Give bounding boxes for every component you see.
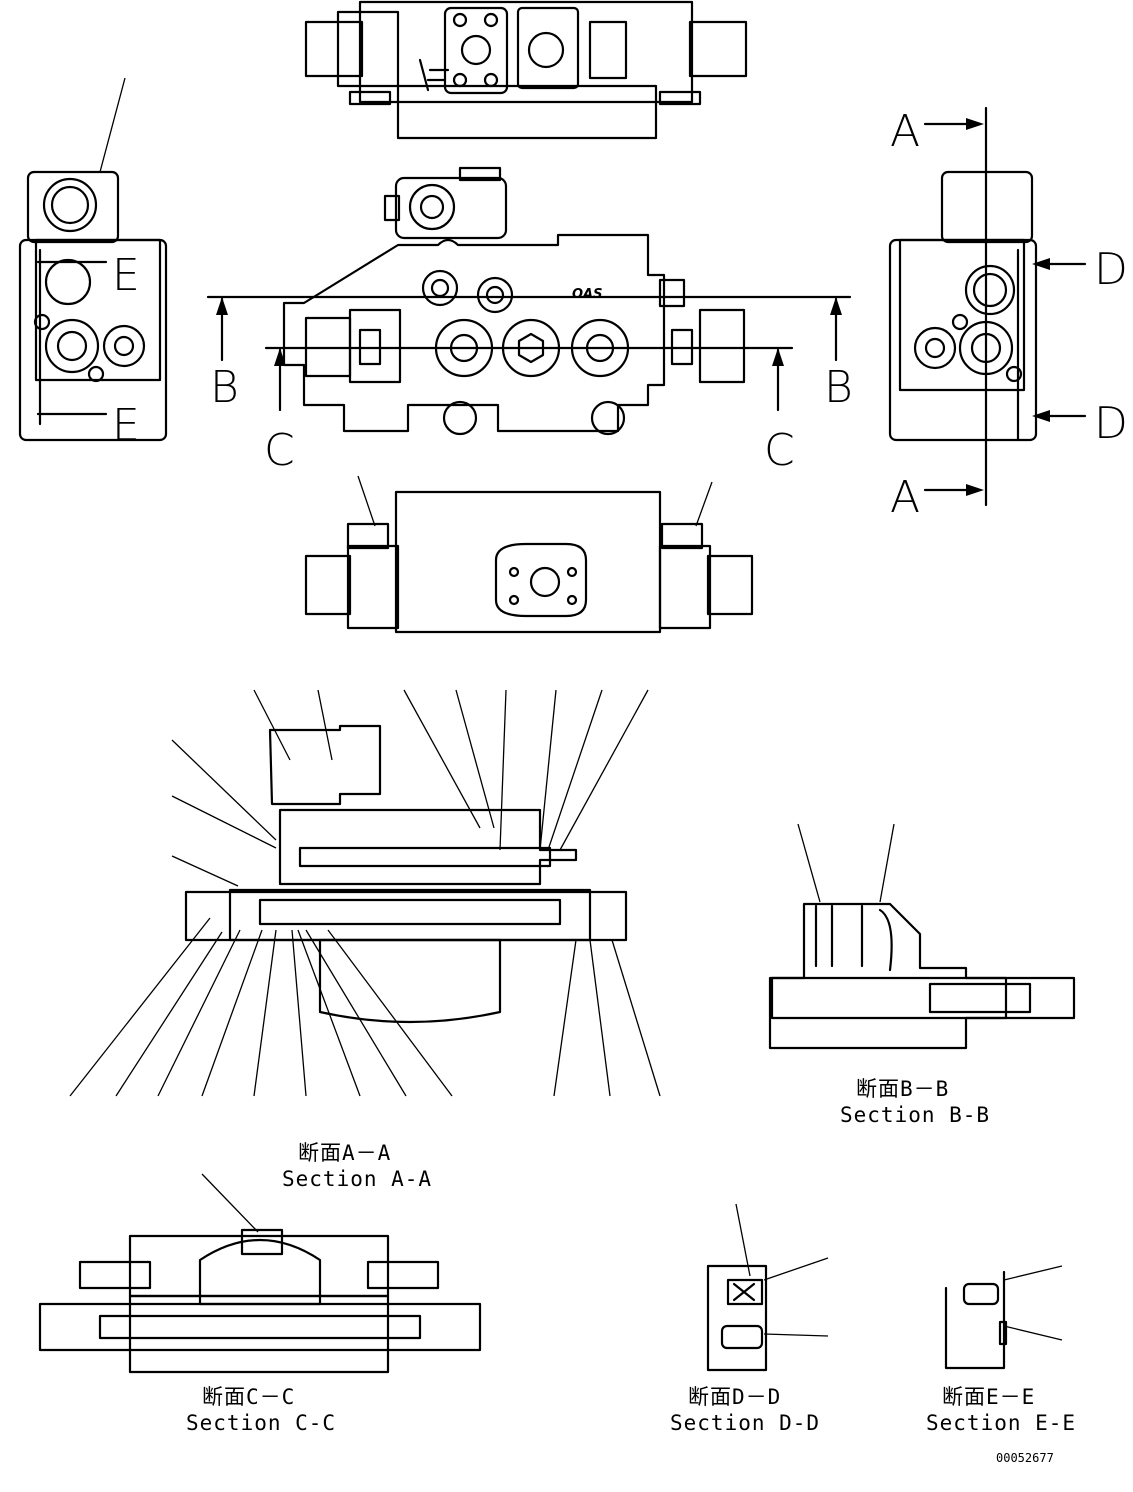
marker-b-right: B	[824, 362, 853, 413]
section-ee-label-jp: 断面E－E	[942, 1385, 1035, 1409]
marker-c-right: C	[764, 425, 795, 476]
section-cc-view	[38, 1173, 482, 1374]
section-dd-label-en: Section D-D	[670, 1411, 820, 1435]
section-cc-label-en: Section C-C	[186, 1411, 336, 1435]
drawing-number: 00052677	[996, 1451, 1054, 1465]
marker-a-bottom: A	[890, 472, 920, 523]
front-view-logo: OAS	[572, 287, 602, 302]
right-side-view	[888, 170, 1038, 442]
section-line-c	[264, 346, 794, 412]
marker-e-bottom: E	[112, 400, 140, 451]
section-cc-label-jp: 断面C－C	[202, 1385, 295, 1409]
section-dd-label-jp: 断面D－D	[688, 1385, 781, 1409]
section-aa-view	[69, 689, 661, 1097]
section-ee-view	[944, 1265, 1063, 1370]
section-line-b	[206, 295, 852, 362]
marker-d-bottom: D	[1094, 398, 1128, 449]
marker-e-top: E	[112, 250, 140, 301]
marker-b-left: B	[210, 362, 239, 413]
section-ee-label-en: Section E-E	[926, 1411, 1076, 1435]
marker-d-top: D	[1094, 244, 1128, 295]
marker-a-top: A	[890, 106, 920, 157]
section-bb-label-jp: 断面B－B	[856, 1077, 949, 1101]
top-view	[304, 0, 748, 140]
section-line-a	[923, 106, 988, 507]
front-view: OAS	[282, 166, 746, 436]
marker-c-left: C	[264, 425, 295, 476]
left-side-view	[18, 77, 168, 442]
section-bb-view	[768, 823, 1076, 1050]
section-aa-label-jp: 断面A－A	[298, 1141, 391, 1165]
section-dd-view	[706, 1203, 829, 1372]
section-bb-label-en: Section B-B	[840, 1103, 990, 1127]
bottom-view	[304, 475, 754, 634]
section-line-d	[1016, 248, 1087, 442]
section-aa-label-en: Section A-A	[282, 1167, 432, 1191]
